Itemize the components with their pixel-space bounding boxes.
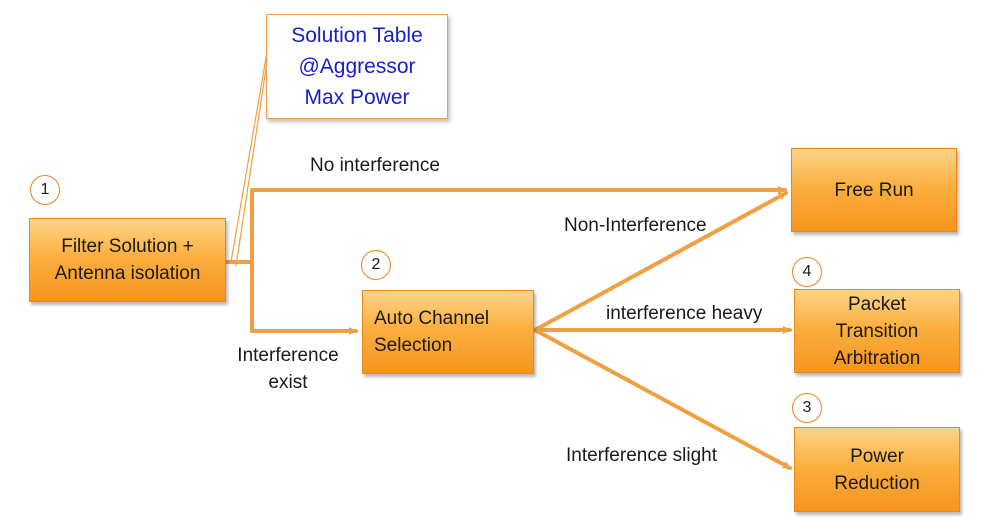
- interference-heavy-label: interference heavy: [606, 303, 763, 324]
- node-label: Free Run: [834, 179, 914, 201]
- non-interference-label: Non-Interference: [564, 215, 707, 236]
- callout-line: Solution Table: [291, 24, 423, 47]
- node-label: Filter Solution +: [61, 236, 194, 257]
- interference-slight-label: Interference slight: [566, 445, 718, 466]
- node-label: Reduction: [834, 472, 920, 494]
- step-badge-1: 1: [30, 175, 60, 205]
- node-label: Antenna isolation: [54, 263, 201, 284]
- node-label: Transition: [835, 320, 919, 342]
- callout-line: Max Power: [304, 86, 410, 109]
- node-label: Auto Channel: [374, 308, 490, 329]
- no-interference-label: No interference: [310, 155, 440, 176]
- packet-transition-arbitration-node: Packet Transition Arbitration: [794, 289, 960, 373]
- node-label: Packet: [847, 293, 907, 315]
- callout-pointer-line-1: [230, 51, 268, 263]
- step-badge-3: 3: [792, 393, 822, 423]
- edge-label-line: Interference: [237, 345, 339, 366]
- node-label: Arbitration: [833, 347, 921, 369]
- non-interference-arrow: [533, 191, 788, 332]
- callout-line: @Aggressor: [298, 55, 416, 78]
- solution-table-callout: Solution Table @Aggressor Max Power: [266, 14, 448, 119]
- interference-slight-arrow: [533, 328, 792, 470]
- callout-pointer-line-2: [235, 61, 268, 267]
- auto-channel-selection-node: Auto Channel Selection: [362, 290, 534, 374]
- free-run-node: Free Run: [791, 148, 957, 232]
- node-label: Power: [850, 445, 904, 467]
- node-label: Selection: [374, 335, 453, 356]
- step-badge-2: 2: [361, 250, 391, 280]
- power-reduction-node: Power Reduction: [794, 427, 960, 512]
- filter-solution-node: Filter Solution + Antenna isolation: [29, 218, 226, 302]
- step-badge-4: 4: [792, 257, 822, 287]
- edge-label-line: exist: [268, 372, 308, 393]
- interference-exist-label: Interference exist: [228, 342, 348, 396]
